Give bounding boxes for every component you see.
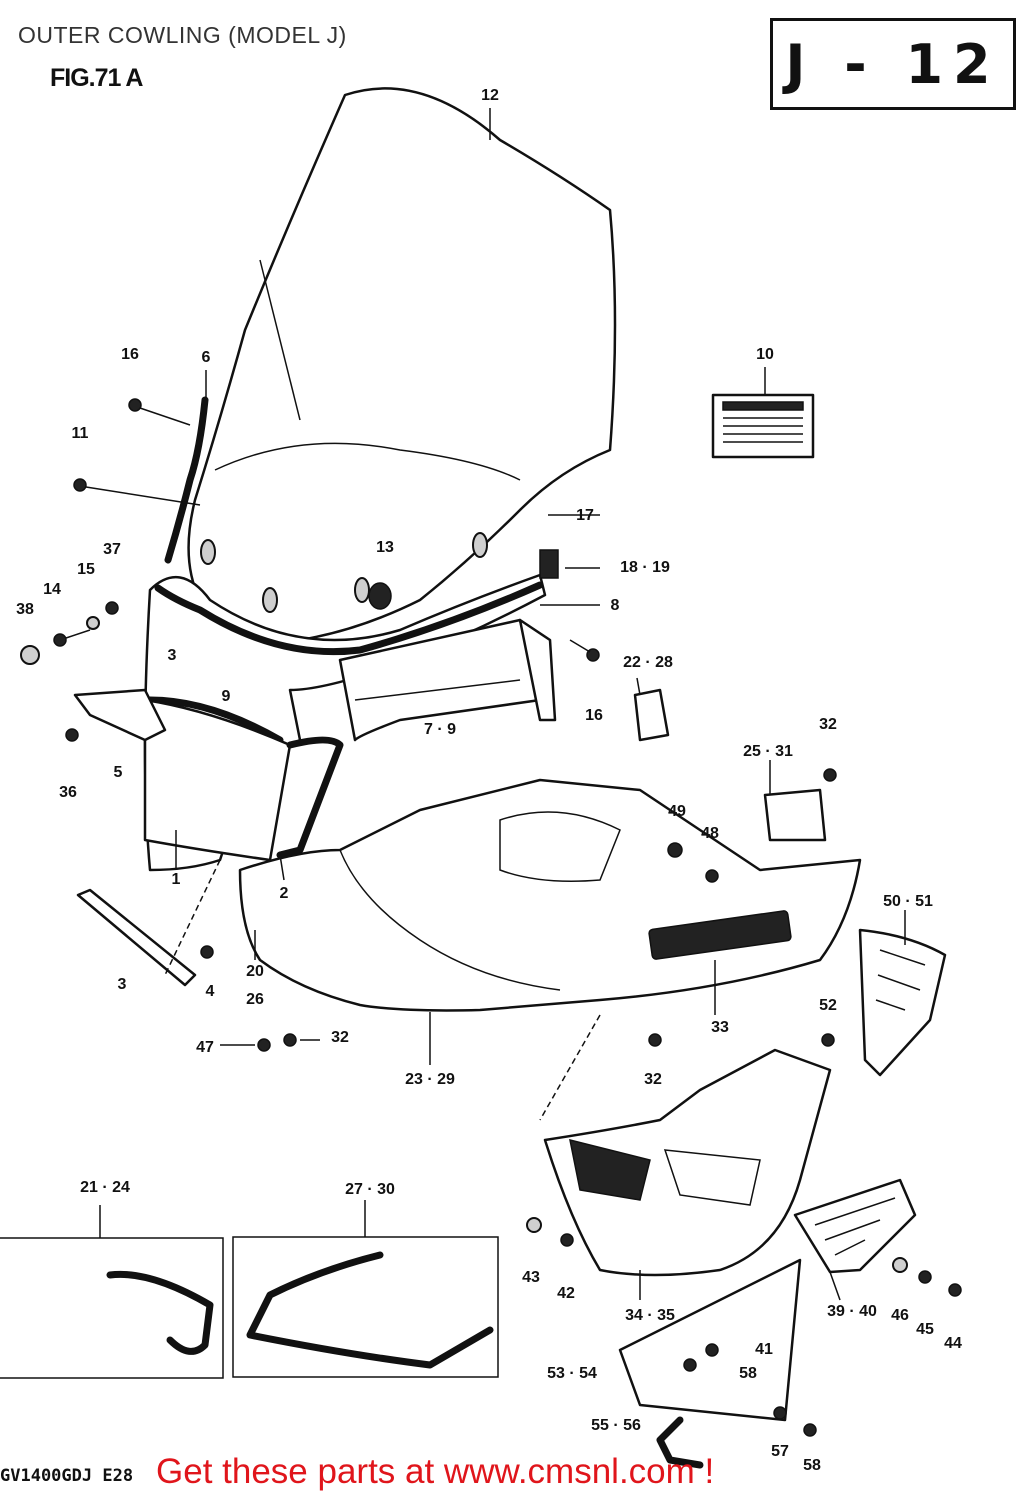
callout-13: 13 <box>376 539 394 556</box>
callout-6: 6 <box>201 349 211 366</box>
callout-26: 26 <box>246 991 264 1008</box>
grommet-13 <box>368 582 392 610</box>
callout-25-31: 25 · 31 <box>743 743 793 760</box>
model-code: GV1400GDJ E28 <box>0 1466 134 1486</box>
callout-46: 46 <box>891 1307 909 1324</box>
callout-38: 38 <box>16 601 34 618</box>
callout-1: 1 <box>171 871 181 888</box>
windscreen-vent-slot-4 <box>472 532 488 558</box>
side-strip-2 <box>276 736 344 859</box>
middle-cowl-34-35 <box>543 1048 832 1277</box>
bracket-25-31 <box>763 788 827 842</box>
callout-5: 5 <box>113 764 123 781</box>
leader-lines <box>164 108 906 1301</box>
callout-10: 10 <box>756 346 774 363</box>
callout-58b: 58 <box>803 1457 821 1474</box>
callout-50-51: 50 · 51 <box>883 893 933 910</box>
windscreen <box>187 87 617 642</box>
callout-22-28: 22 · 28 <box>623 654 673 671</box>
callout-27-30: 27 · 30 <box>345 1181 395 1198</box>
stay-3 <box>76 888 197 987</box>
callout-32a: 32 <box>819 716 837 733</box>
callout-33: 33 <box>711 1019 729 1036</box>
callout-12: 12 <box>481 87 499 104</box>
callout-16b: 16 <box>585 707 603 724</box>
trim-strip-9 <box>146 696 284 744</box>
page-title: OUTER COWLING (MODEL J) <box>18 22 347 48</box>
callout-18-19: 18 · 19 <box>620 559 670 576</box>
callout-17: 17 <box>576 507 594 524</box>
middle-cowl-grille <box>569 1138 651 1201</box>
grille-39-40 <box>793 1178 917 1274</box>
callout-16: 16 <box>121 346 139 363</box>
callout-20: 20 <box>246 963 264 980</box>
callout-44: 44 <box>944 1335 962 1352</box>
side-trim-6 <box>164 396 209 564</box>
callout-36: 36 <box>59 784 77 801</box>
callout-39-40: 39 · 40 <box>827 1303 877 1320</box>
callout-41: 41 <box>755 1341 773 1358</box>
callout-32b: 32 <box>331 1029 349 1046</box>
headlight-lens <box>143 698 292 862</box>
windscreen-vent-slot-2 <box>262 587 278 613</box>
bracket-22-28 <box>633 688 670 742</box>
callout-21-24: 21 · 24 <box>80 1179 130 1196</box>
callout-53-54: 53 · 54 <box>547 1365 597 1382</box>
cta-link[interactable]: Get these parts at www.cmsnl.com ! <box>156 1452 715 1491</box>
callout-45: 45 <box>916 1321 934 1338</box>
callout-15: 15 <box>77 561 95 578</box>
page-code-badge: J - 12 <box>770 18 1016 110</box>
fastener-group <box>20 398 962 1437</box>
callout-8: 8 <box>610 597 620 614</box>
callout-14: 14 <box>43 581 61 598</box>
callout-3b: 3 <box>117 976 127 993</box>
callout-52: 52 <box>819 997 837 1014</box>
callout-3a: 3 <box>167 647 177 664</box>
lower-cover-53-54 <box>618 1258 802 1422</box>
callout-2: 2 <box>279 885 289 902</box>
seal-21-24 <box>106 1270 214 1355</box>
callout-7-9: 7 · 9 <box>423 721 457 738</box>
side-vent-50-51 <box>858 928 947 1077</box>
callout-57: 57 <box>771 1443 789 1460</box>
bracket-55-56 <box>656 1416 704 1469</box>
figure-label: FIG.71 A <box>50 64 143 92</box>
callout-9: 9 <box>221 688 231 705</box>
callout-23-29: 23 · 29 <box>405 1071 455 1088</box>
callout-55-56: 55 · 56 <box>591 1417 641 1434</box>
bracket <box>518 618 557 722</box>
seal-27-30 <box>246 1251 494 1369</box>
callout-47: 47 <box>196 1039 214 1056</box>
inner-panel <box>338 618 542 742</box>
callout-48: 48 <box>701 825 719 842</box>
mount-5 <box>73 688 167 742</box>
page-code: J - 12 <box>785 32 1001 96</box>
clip-18-19 <box>539 549 559 579</box>
callout-37: 37 <box>103 541 121 558</box>
windscreen-vent-slot-3 <box>354 577 370 603</box>
callout-4: 4 <box>205 983 215 1000</box>
emblem-plate <box>648 910 792 960</box>
callout-32c: 32 <box>644 1071 662 1088</box>
callout-42: 42 <box>557 1285 575 1302</box>
windscreen-seal-8 <box>154 581 544 656</box>
callout-43: 43 <box>522 1269 540 1286</box>
callout-58a: 58 <box>739 1365 757 1382</box>
callout-49: 49 <box>668 803 686 820</box>
inset-box-21-24 <box>0 1237 224 1379</box>
callout-11: 11 <box>71 425 89 442</box>
callout-34-35: 34 · 35 <box>625 1307 675 1324</box>
windscreen-vent-slot-1 <box>200 539 216 565</box>
